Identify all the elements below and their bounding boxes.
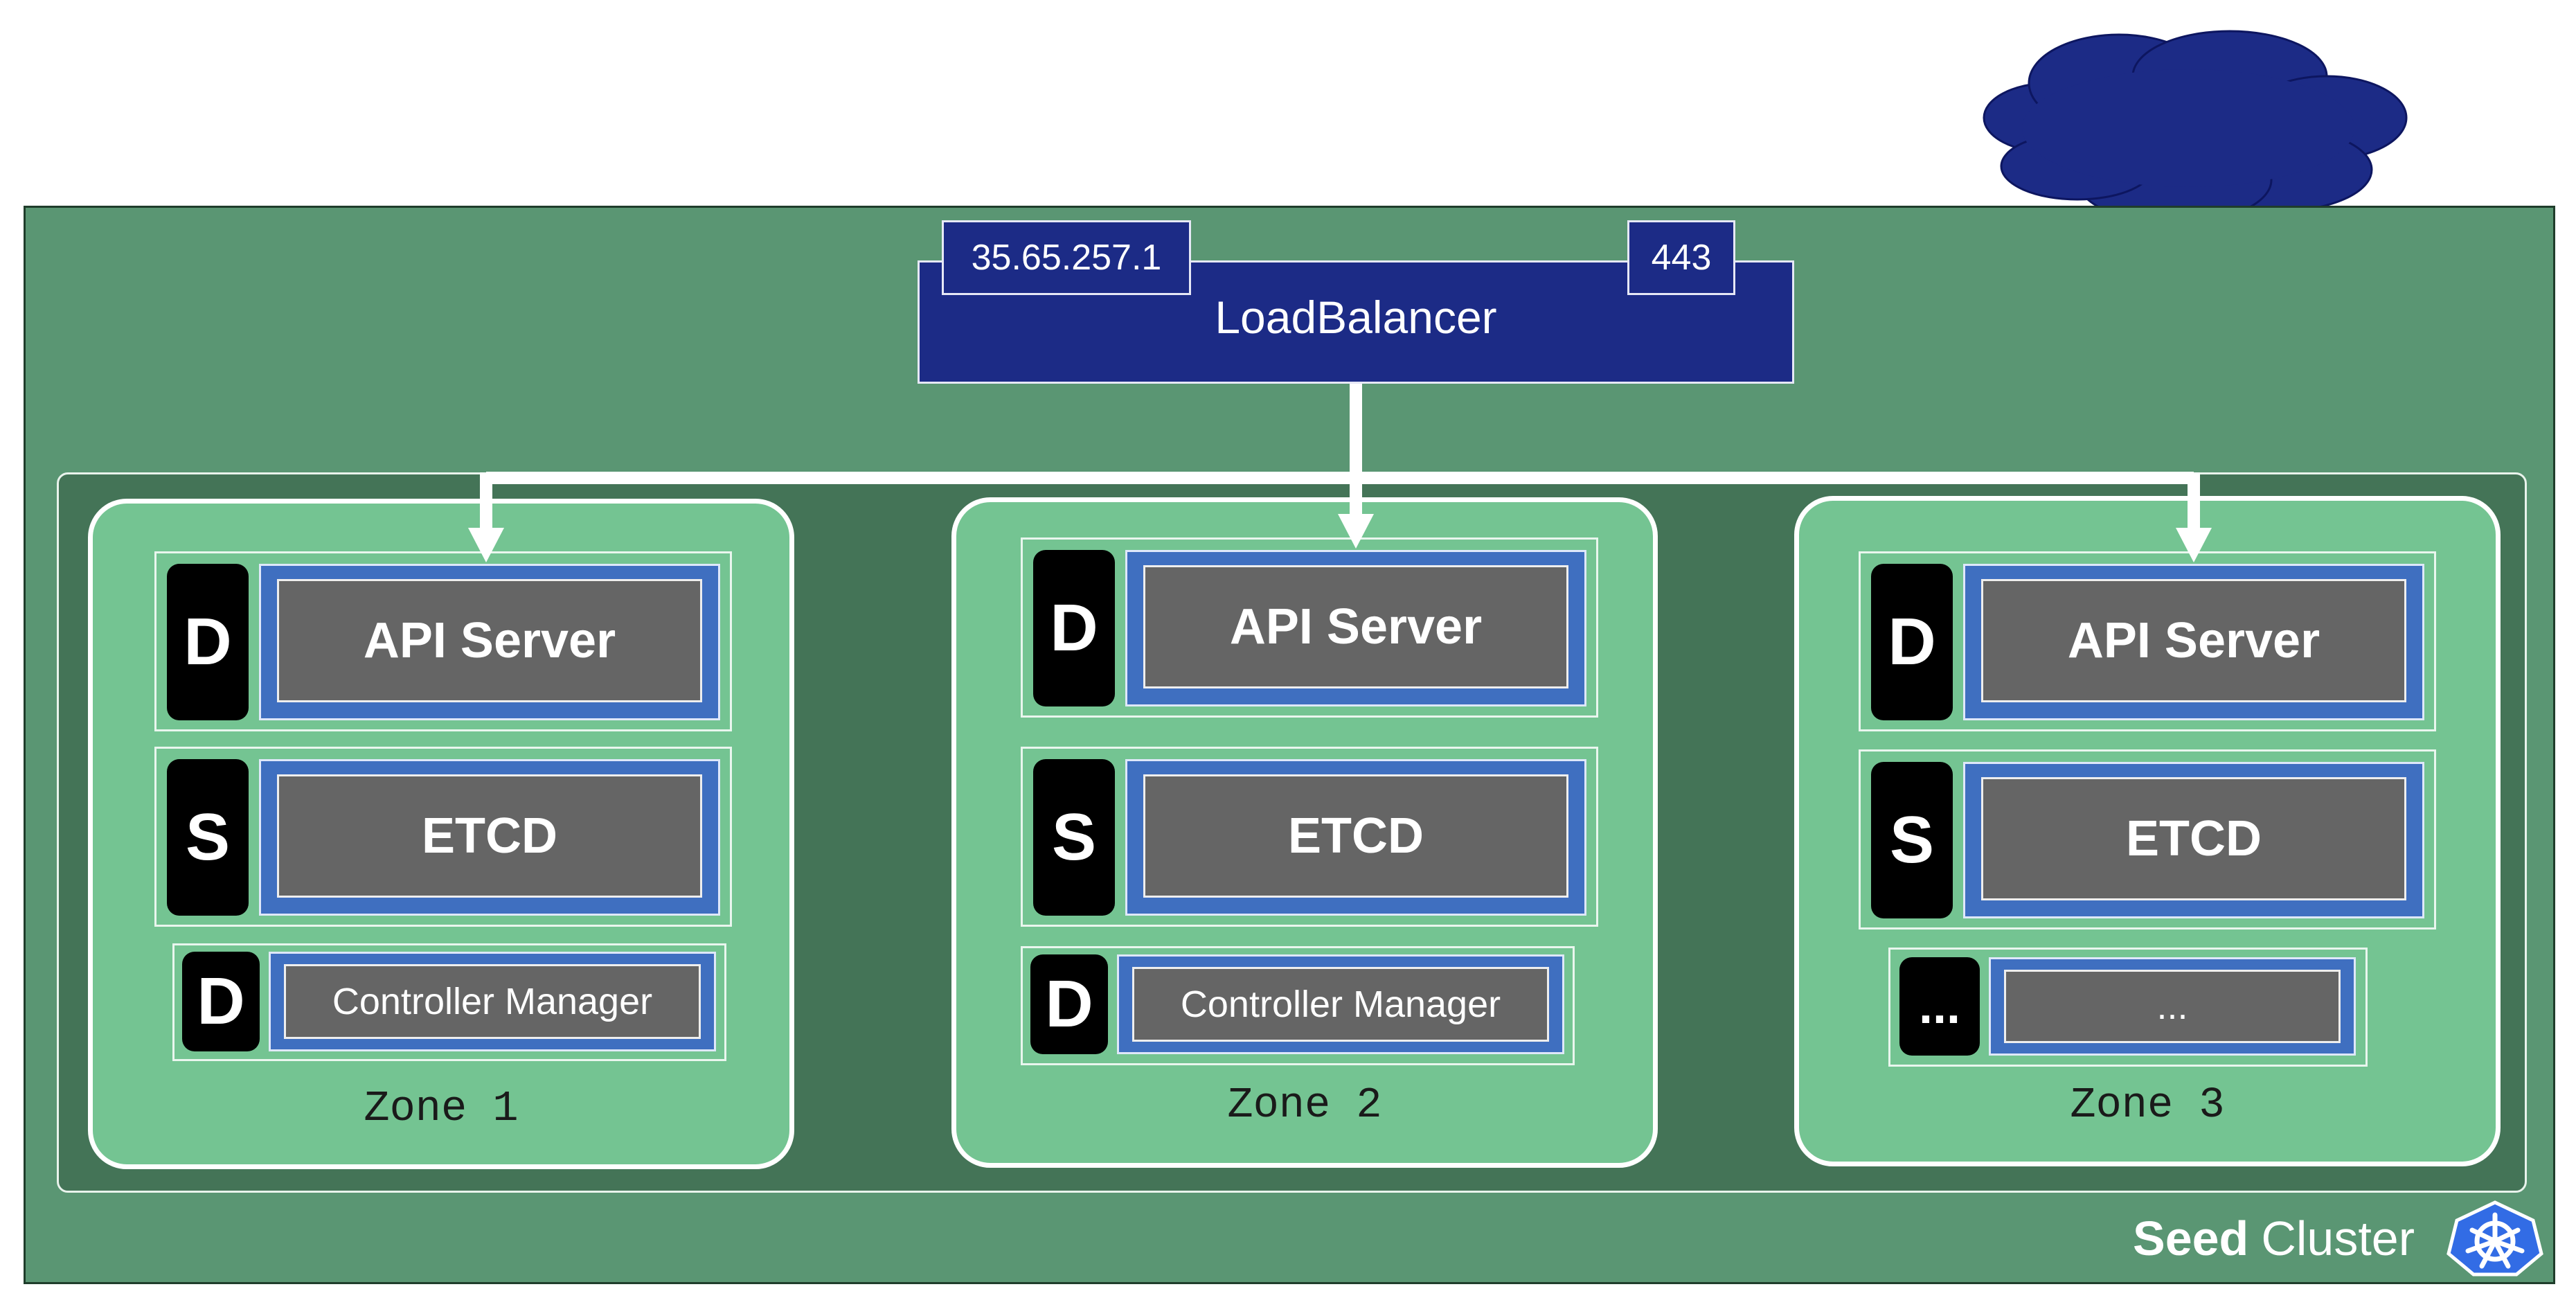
zone-2-row-2 bbox=[1021, 747, 1598, 927]
zone-1-api-server: API Server bbox=[277, 579, 702, 702]
kubernetes-logo-icon bbox=[2447, 1200, 2543, 1277]
zone-1-etcd: ETCD bbox=[277, 774, 702, 898]
zone-1-badge-1: D bbox=[167, 564, 249, 720]
seed-cluster-title: Seed Cluster bbox=[2133, 1204, 2415, 1273]
zone-2-controller-manager: Controller Manager bbox=[1132, 967, 1549, 1042]
zone-1-row-2 bbox=[154, 747, 732, 927]
zone-3-etcd: ETCD bbox=[1981, 777, 2406, 900]
zone-3-row-2 bbox=[1859, 749, 2436, 930]
zone-1-label: Zone 1 bbox=[364, 1084, 519, 1133]
zone-3-row-1 bbox=[1859, 551, 2436, 731]
zone-2-badge-3: D bbox=[1030, 954, 1108, 1054]
seed-cluster-title-bold: Seed bbox=[2133, 1211, 2249, 1265]
zone-2-row-3 bbox=[1021, 946, 1575, 1065]
zone-3-badge-2: S bbox=[1871, 762, 1953, 918]
zone-2-badge-1: D bbox=[1033, 550, 1115, 706]
load-balancer-port: 443 bbox=[1627, 220, 1735, 295]
zone-2-label: Zone 2 bbox=[1227, 1081, 1382, 1130]
zone-2-badge-2: S bbox=[1033, 759, 1115, 916]
arrow-zone-1-head bbox=[468, 528, 504, 562]
seed-cluster-title-rest: Cluster bbox=[2261, 1211, 2415, 1265]
zone-3-api-server: API Server bbox=[1981, 579, 2406, 702]
arrow-zone-2-head bbox=[1338, 514, 1374, 549]
zone-3-row-3 bbox=[1888, 948, 2368, 1067]
load-balancer-label: LoadBalancer bbox=[1215, 292, 1497, 343]
zone-1-badge-3: D bbox=[182, 952, 260, 1051]
zone-1-row-3 bbox=[172, 943, 726, 1061]
cloud-icon bbox=[1983, 30, 2408, 224]
zone-3-label: Zone 3 bbox=[2070, 1081, 2225, 1130]
zone-2-row-1 bbox=[1021, 537, 1598, 718]
zone-3-component-3: ... bbox=[2004, 970, 2341, 1043]
zone-2-api-server: API Server bbox=[1143, 565, 1568, 688]
zone-2-etcd: ETCD bbox=[1143, 774, 1568, 898]
zone-1-badge-2: S bbox=[167, 759, 249, 916]
load-balancer-ip: 35.65.257.1 bbox=[942, 220, 1191, 295]
zone-3-badge-1: D bbox=[1871, 564, 1953, 720]
arrow-zone-3-head bbox=[2176, 528, 2212, 562]
zone-1-row-1 bbox=[154, 551, 732, 731]
zone-3-badge-3: ... bbox=[1899, 957, 1980, 1056]
zone-1-controller-manager: Controller Manager bbox=[284, 964, 701, 1039]
